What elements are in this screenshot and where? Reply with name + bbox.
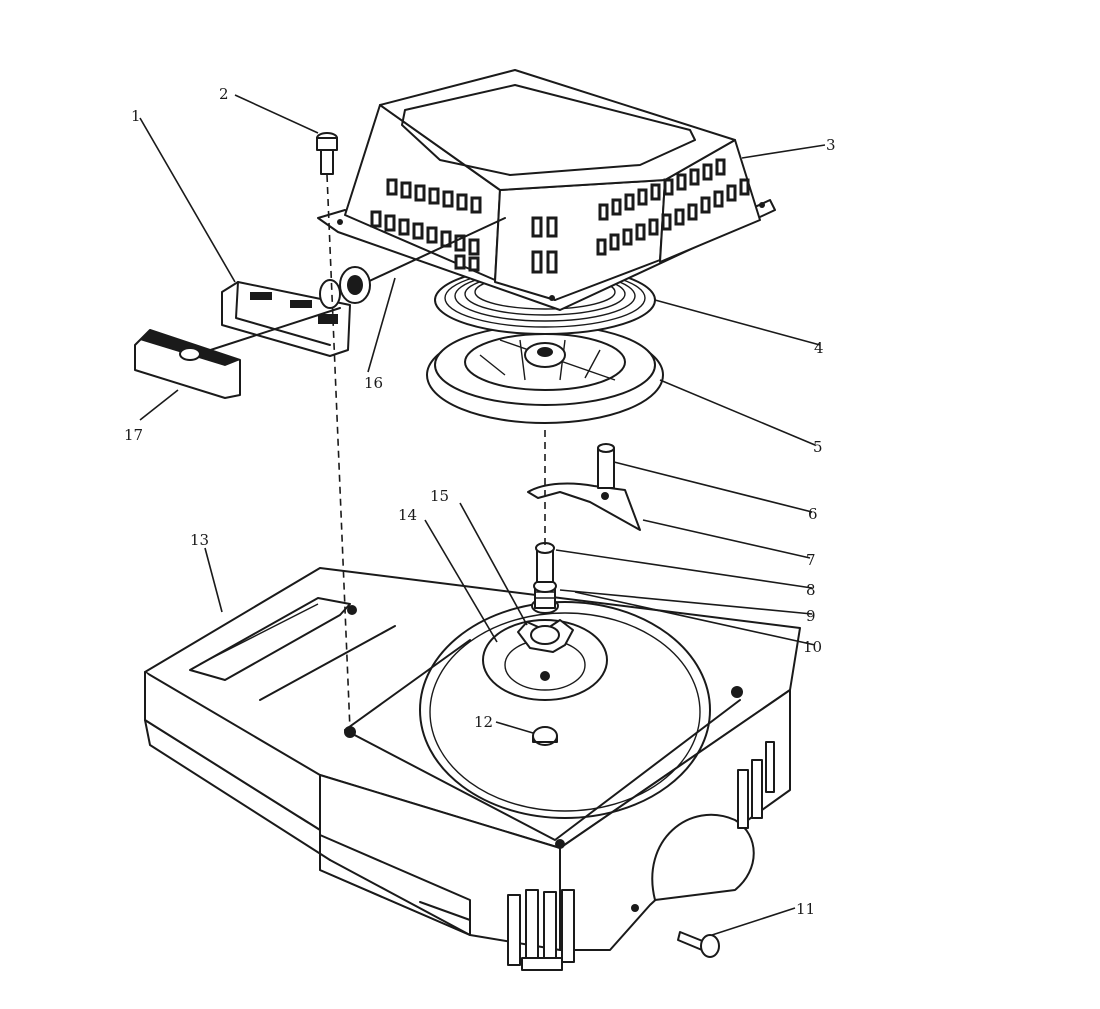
pawl	[527, 482, 641, 531]
callout-9: 9	[806, 607, 816, 625]
callout-7: 7	[806, 551, 816, 569]
callout-12: 12	[474, 713, 493, 731]
hub-stack	[517, 542, 574, 653]
callout-14: 14	[398, 506, 417, 524]
engine-base-housing	[144, 567, 801, 971]
callout-2: 2	[219, 85, 229, 103]
callout-6: 6	[808, 505, 818, 523]
bolt	[316, 132, 338, 175]
rope-guide	[221, 281, 351, 357]
starter-handle	[134, 329, 241, 399]
callout-1: 1	[131, 107, 141, 125]
pulley	[426, 324, 664, 424]
callout-15: 15	[430, 487, 449, 505]
starter-cover	[317, 69, 776, 311]
assembly-centerlines	[326, 174, 546, 731]
callout-10: 10	[803, 638, 822, 656]
rope-grommet	[319, 266, 371, 309]
callout-8: 8	[806, 581, 816, 599]
callout-4: 4	[814, 339, 824, 357]
callout-3: 3	[826, 136, 836, 154]
callout-13: 13	[190, 531, 209, 549]
leader-lines	[139, 94, 826, 936]
pin	[597, 443, 615, 489]
callout-16: 16	[364, 374, 383, 392]
callout-17: 17	[124, 426, 143, 444]
screw	[677, 931, 720, 958]
callout-5: 5	[813, 438, 823, 456]
callout-labels: 1 2 3 4 5 6 7 8 9 10 11 12 13 14 15 16 1…	[124, 85, 836, 918]
rope	[194, 217, 506, 356]
callout-11: 11	[796, 900, 815, 918]
